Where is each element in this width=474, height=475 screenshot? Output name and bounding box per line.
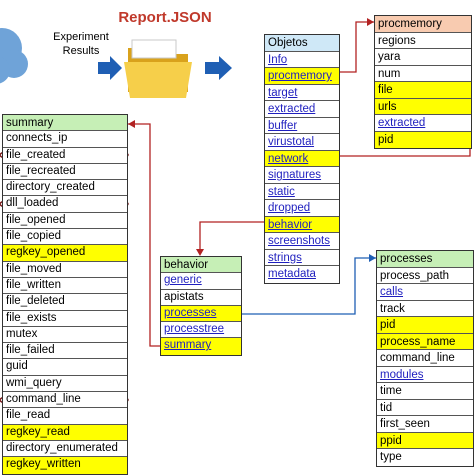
behavior-field-generic[interactable]: generic — [161, 273, 241, 290]
processes-field-time: time — [377, 383, 473, 400]
summary-field-file-opened: file_opened — [3, 213, 127, 230]
summary-field-command-line: command_line — [3, 392, 127, 409]
summary-field-file-recreated: file_recreated — [3, 164, 127, 181]
processes-field-process-path: process_path — [377, 268, 473, 284]
summary-field-file-exists: file_exists — [3, 311, 127, 327]
report-json-title: Report.JSON — [118, 9, 212, 26]
objetos-field-info[interactable]: Info — [265, 52, 339, 68]
processes-field-modules[interactable]: modules — [377, 367, 473, 383]
behavior-field-summary[interactable]: summary — [161, 338, 241, 355]
connector-summary-arrowhead — [128, 120, 135, 128]
connector-procmemory — [338, 21, 374, 73]
objetos-field-dropped[interactable]: dropped — [265, 200, 339, 217]
processes-field-track: track — [377, 301, 473, 317]
processes-field-first-seen: first_seen — [377, 416, 473, 433]
processes-field-process-name: process_name — [377, 333, 473, 350]
connector-procmemory-arrowhead — [367, 18, 374, 26]
summary-field-wmi-query: wmi_query — [3, 376, 127, 393]
processes-field-calls[interactable]: calls — [377, 284, 473, 301]
procmemory-field-num: num — [375, 66, 471, 82]
summary-field-file-read: file_read — [3, 408, 127, 425]
objetos-table-header: Objetos — [265, 35, 339, 52]
objetos-field-target[interactable]: target — [265, 85, 339, 101]
procmemory-field-yara: yara — [375, 49, 471, 66]
behavior-field-apistats: apistats — [161, 290, 241, 306]
summary-field-file-written: file_written — [3, 278, 127, 295]
procmemory-field-extracted[interactable]: extracted — [375, 115, 471, 132]
objetos-field-metadata[interactable]: metadata — [268, 268, 316, 280]
cloud-icon — [0, 28, 28, 84]
behavior-field-processtree[interactable]: processtree — [161, 322, 241, 339]
arrow-to-objetos-icon — [205, 56, 232, 80]
summary-field-regkey-written: regkey_written — [3, 457, 127, 474]
summary-field-file-deleted: file_deleted — [3, 294, 127, 311]
processes-field-type: type — [380, 451, 402, 463]
procmemory-field-file: file — [375, 82, 471, 99]
procmemory-field-regions: regions — [375, 33, 471, 49]
summary-field-mutex: mutex — [3, 327, 127, 344]
summary-field-connects-ip: connects_ip — [3, 131, 127, 148]
objetos-field-signatures[interactable]: signatures — [265, 167, 339, 184]
processes-field-tid: tid — [377, 400, 473, 416]
summary-field-guid: guid — [3, 359, 127, 376]
objetos-field-network[interactable]: network — [265, 150, 339, 167]
connector-processes-arrowhead — [369, 254, 376, 262]
summary-field-regkey-opened: regkey_opened — [3, 245, 127, 262]
summary-field-directory-created: directory_created — [3, 180, 127, 197]
summary-field-file-moved: file_moved — [3, 262, 127, 278]
objetos-field-virustotal[interactable]: virustotal — [265, 134, 339, 151]
objetos-field-behavior[interactable]: behavior — [265, 216, 339, 233]
objetos-field-procmemory[interactable]: procmemory — [265, 68, 339, 85]
summary-field-directory-enumerated: directory_enumerated — [3, 441, 127, 458]
summary-field-file-copied: file_copied — [3, 229, 127, 246]
summary-field-dll-loaded: dll_loaded — [3, 196, 127, 213]
connector-behavior — [199, 221, 265, 252]
processes-field-pid: pid — [377, 317, 473, 334]
objetos-field-screenshots[interactable]: screenshots — [265, 233, 339, 250]
summary-field-file-created: file_created — [3, 148, 127, 164]
procmemory-field-pid: pid — [375, 131, 471, 148]
experiment-results-label: Experiment Results — [53, 31, 109, 57]
behavior-table-header: behavior — [161, 257, 241, 274]
summary-table-header: summary — [3, 115, 127, 132]
summary-field-file-failed: file_failed — [3, 343, 127, 360]
folder-icon — [124, 39, 192, 98]
arrow-to-folder-icon — [98, 56, 122, 80]
objetos-field-buffer[interactable]: buffer — [265, 118, 339, 134]
procmemory-table-header: procmemory — [375, 16, 471, 33]
summary-field-regkey-read: regkey_read — [3, 424, 127, 441]
processes-field-ppid: ppid — [377, 432, 473, 449]
procmemory-field-urls: urls — [375, 98, 471, 115]
connector-summary — [128, 123, 160, 347]
connector-behavior-arrowhead — [196, 249, 204, 256]
connector-processes — [240, 257, 376, 315]
objetos-field-strings[interactable]: strings — [265, 250, 339, 266]
processes-table-header: processes — [377, 251, 473, 268]
processes-field-command-line: command_line — [377, 350, 473, 367]
behavior-field-processes[interactable]: processes — [161, 305, 241, 323]
objetos-field-extracted[interactable]: extracted — [265, 101, 339, 118]
objetos-field-static[interactable]: static — [265, 184, 339, 200]
